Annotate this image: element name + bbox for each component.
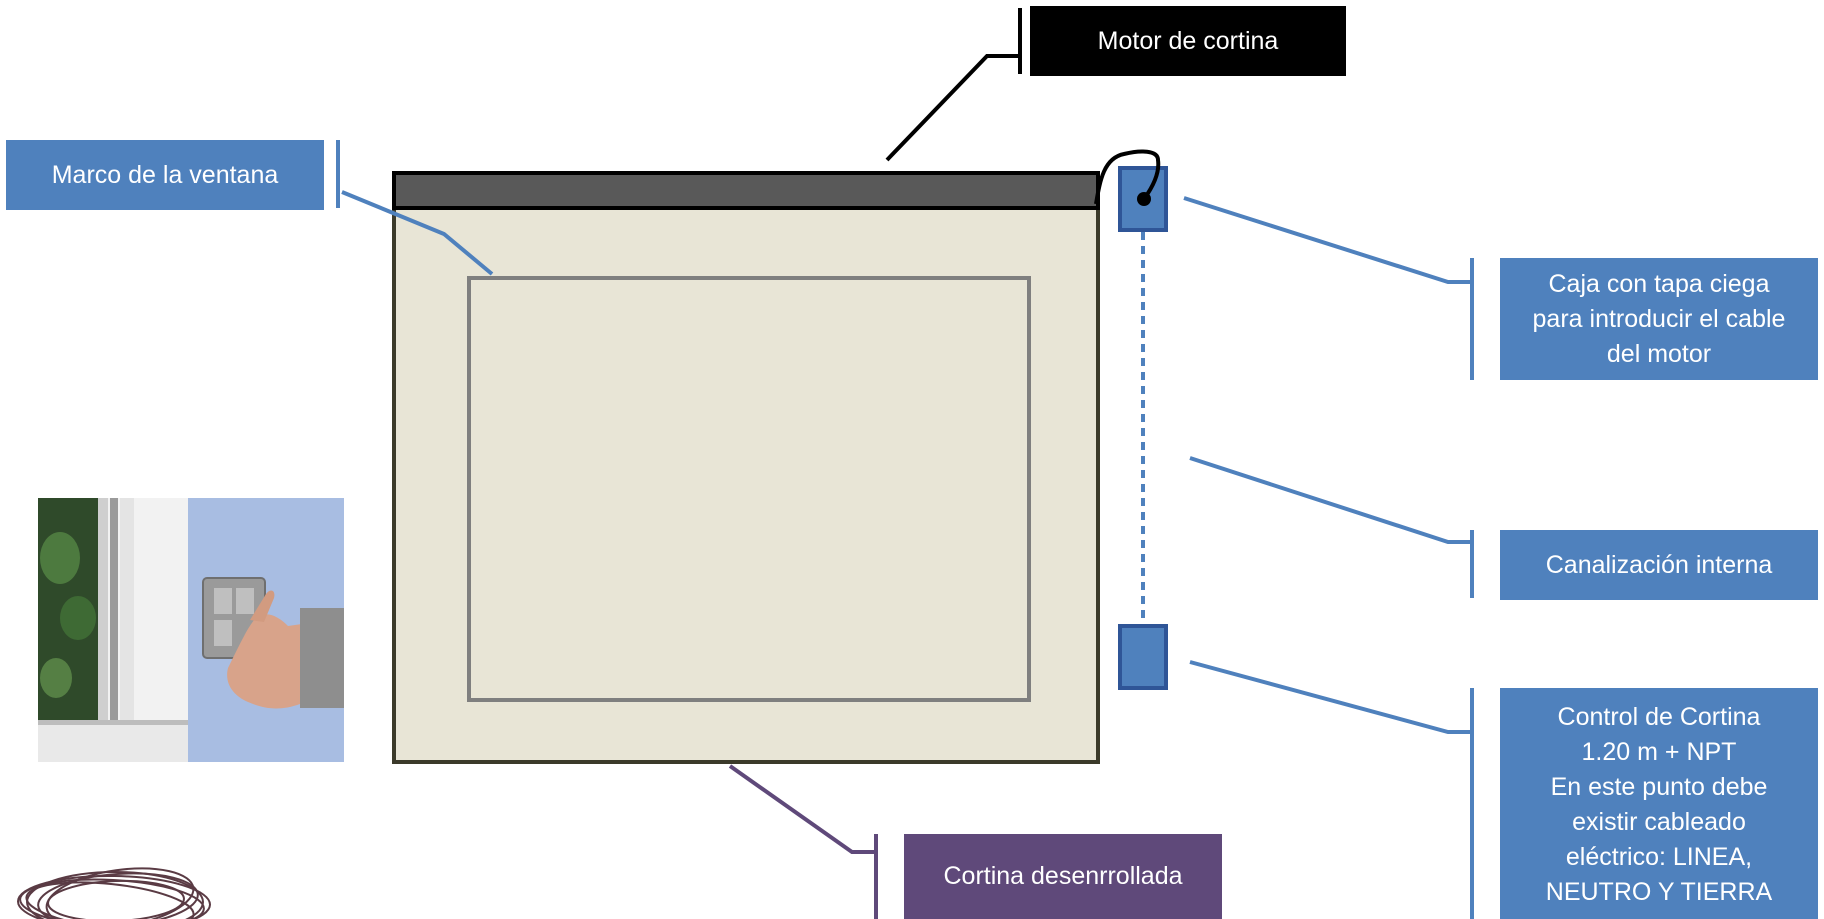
label-caja-line-3: del motor bbox=[1606, 339, 1712, 368]
window-inner-frame bbox=[467, 276, 1031, 702]
leader-marco bbox=[341, 190, 494, 276]
tangled-cable-illustration bbox=[17, 867, 211, 919]
leader-caja bbox=[1183, 196, 1470, 284]
label-control-line-6: NEUTRO Y TIERRA bbox=[1545, 878, 1773, 906]
curtain-frame bbox=[392, 172, 1100, 764]
label-control-line-1: Control de Cortina bbox=[1557, 703, 1761, 731]
label-marco-de-la-ventana: Marco de la ventana bbox=[6, 140, 324, 210]
control-box-bottom bbox=[1118, 624, 1168, 690]
motor-bar bbox=[392, 171, 1100, 210]
label-canalizacion-interna: Canalización interna bbox=[1500, 530, 1818, 600]
junction-box-top bbox=[1118, 166, 1168, 232]
leader-canalizacion bbox=[1189, 456, 1470, 544]
label-caja-tapa-ciega: Caja con tapa ciega para introducir el c… bbox=[1500, 258, 1818, 380]
leader-cortina bbox=[728, 764, 874, 854]
wall-switch-illustration bbox=[38, 498, 344, 762]
label-caja-line-2: para introducir el cable bbox=[1532, 304, 1786, 333]
wall-switch-photo bbox=[38, 498, 344, 762]
motor-cable bbox=[1094, 149, 1161, 205]
label-caja-line-1: Caja con tapa ciega bbox=[1548, 269, 1770, 298]
label-control-de-cortina: Control de Cortina 1.20 m + NPT En este … bbox=[1500, 688, 1818, 919]
leader-motor bbox=[885, 54, 1018, 162]
label-control-line-4: existir cableado bbox=[1572, 808, 1746, 836]
label-motor-de-cortina: Motor de cortina bbox=[1030, 6, 1346, 76]
cable-entry-point bbox=[1137, 192, 1151, 206]
label-cortina-desenrrollada: Cortina desenrrollada bbox=[904, 834, 1222, 919]
label-control-line-3: En este punto debe bbox=[1550, 773, 1768, 801]
label-control-line-5: eléctrico: LINEA, bbox=[1565, 843, 1753, 871]
leader-control bbox=[1189, 660, 1470, 734]
label-control-line-2: 1.20 m + NPT bbox=[1581, 738, 1737, 766]
